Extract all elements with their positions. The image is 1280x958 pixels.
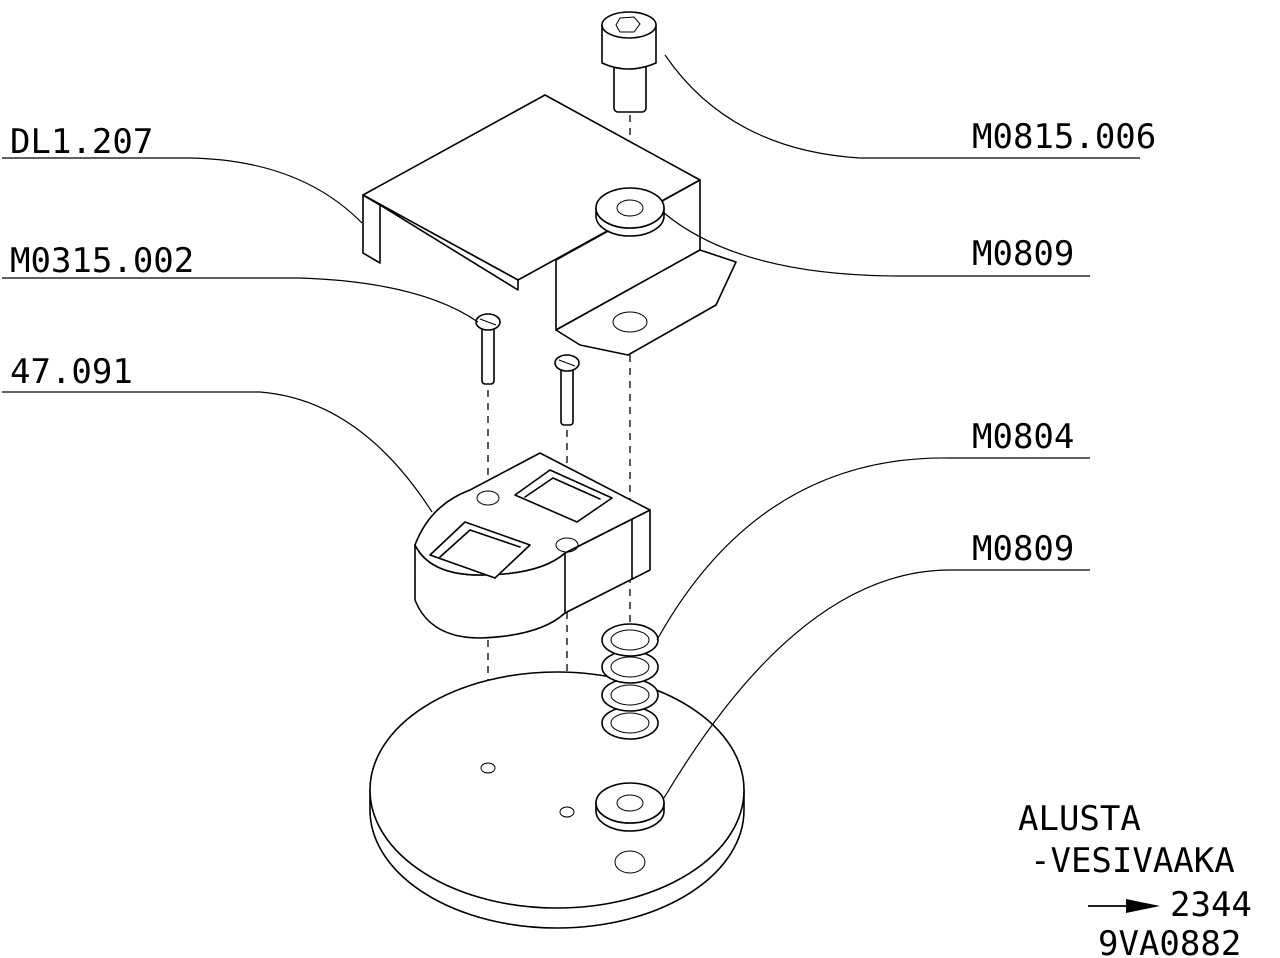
title-note: ALUSTA -VESIVAAKA 2344 9VA0882 xyxy=(1018,799,1252,958)
label-screw-small: M0315.002 xyxy=(10,241,194,281)
washer-bottom xyxy=(595,782,665,832)
label-bracket: DL1.207 xyxy=(10,122,153,162)
small-screw-right xyxy=(554,354,580,426)
arrow-icon xyxy=(1088,899,1160,913)
base-disc xyxy=(369,671,745,929)
washer-top xyxy=(595,187,665,237)
label-spring-washers: M0804 xyxy=(972,417,1074,457)
spring-washer-stack xyxy=(601,623,659,740)
part-labels: DL1.207 M0315.002 47.091 M0815.006 M0809… xyxy=(10,117,1156,569)
note-line-1: ALUSTA xyxy=(1018,799,1141,839)
label-washer-bottom: M0809 xyxy=(972,529,1074,569)
label-cap-screw: M0815.006 xyxy=(972,117,1156,157)
label-washer-top: M0809 xyxy=(972,234,1074,274)
block-part xyxy=(414,452,651,639)
note-line-2: -VESIVAAKA xyxy=(1030,841,1235,881)
cap-screw xyxy=(601,11,657,113)
label-block: 47.091 xyxy=(10,352,133,392)
note-line-3: 2344 xyxy=(1170,885,1252,925)
leader-lines xyxy=(2,54,1140,799)
small-screw-left xyxy=(475,313,501,385)
note-line-4: 9VA0882 xyxy=(1098,924,1241,958)
